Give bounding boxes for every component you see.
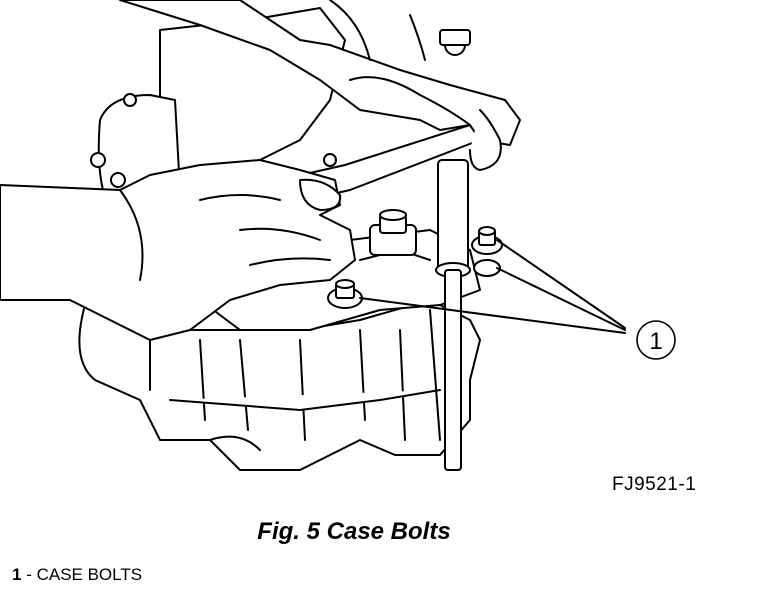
- case-bolt-left: [327, 279, 363, 309]
- case-bolts-illustration: 1: [0, 0, 676, 471]
- callout-1: 1: [636, 320, 676, 360]
- figure-caption: Fig. 5 Case Bolts: [257, 518, 451, 545]
- output-shaft: [369, 209, 417, 256]
- lower-hand: [0, 159, 356, 341]
- callout-number: 1: [649, 328, 662, 355]
- case-bolt-right-upper: [471, 226, 503, 255]
- legend-separator: -: [21, 565, 37, 584]
- case-bolts: [90, 29, 503, 309]
- legend-item: 1 - CASE BOLTS: [12, 565, 142, 585]
- callout-leader-lines: [359, 239, 626, 334]
- legend-label: CASE BOLTS: [36, 565, 143, 584]
- socket-extension: [435, 159, 471, 471]
- case-bolt-right-lower: [473, 259, 501, 277]
- figure-code: FJ9521-1: [612, 474, 697, 495]
- upper-hand: [119, 0, 521, 171]
- legend-number: 1: [12, 565, 22, 584]
